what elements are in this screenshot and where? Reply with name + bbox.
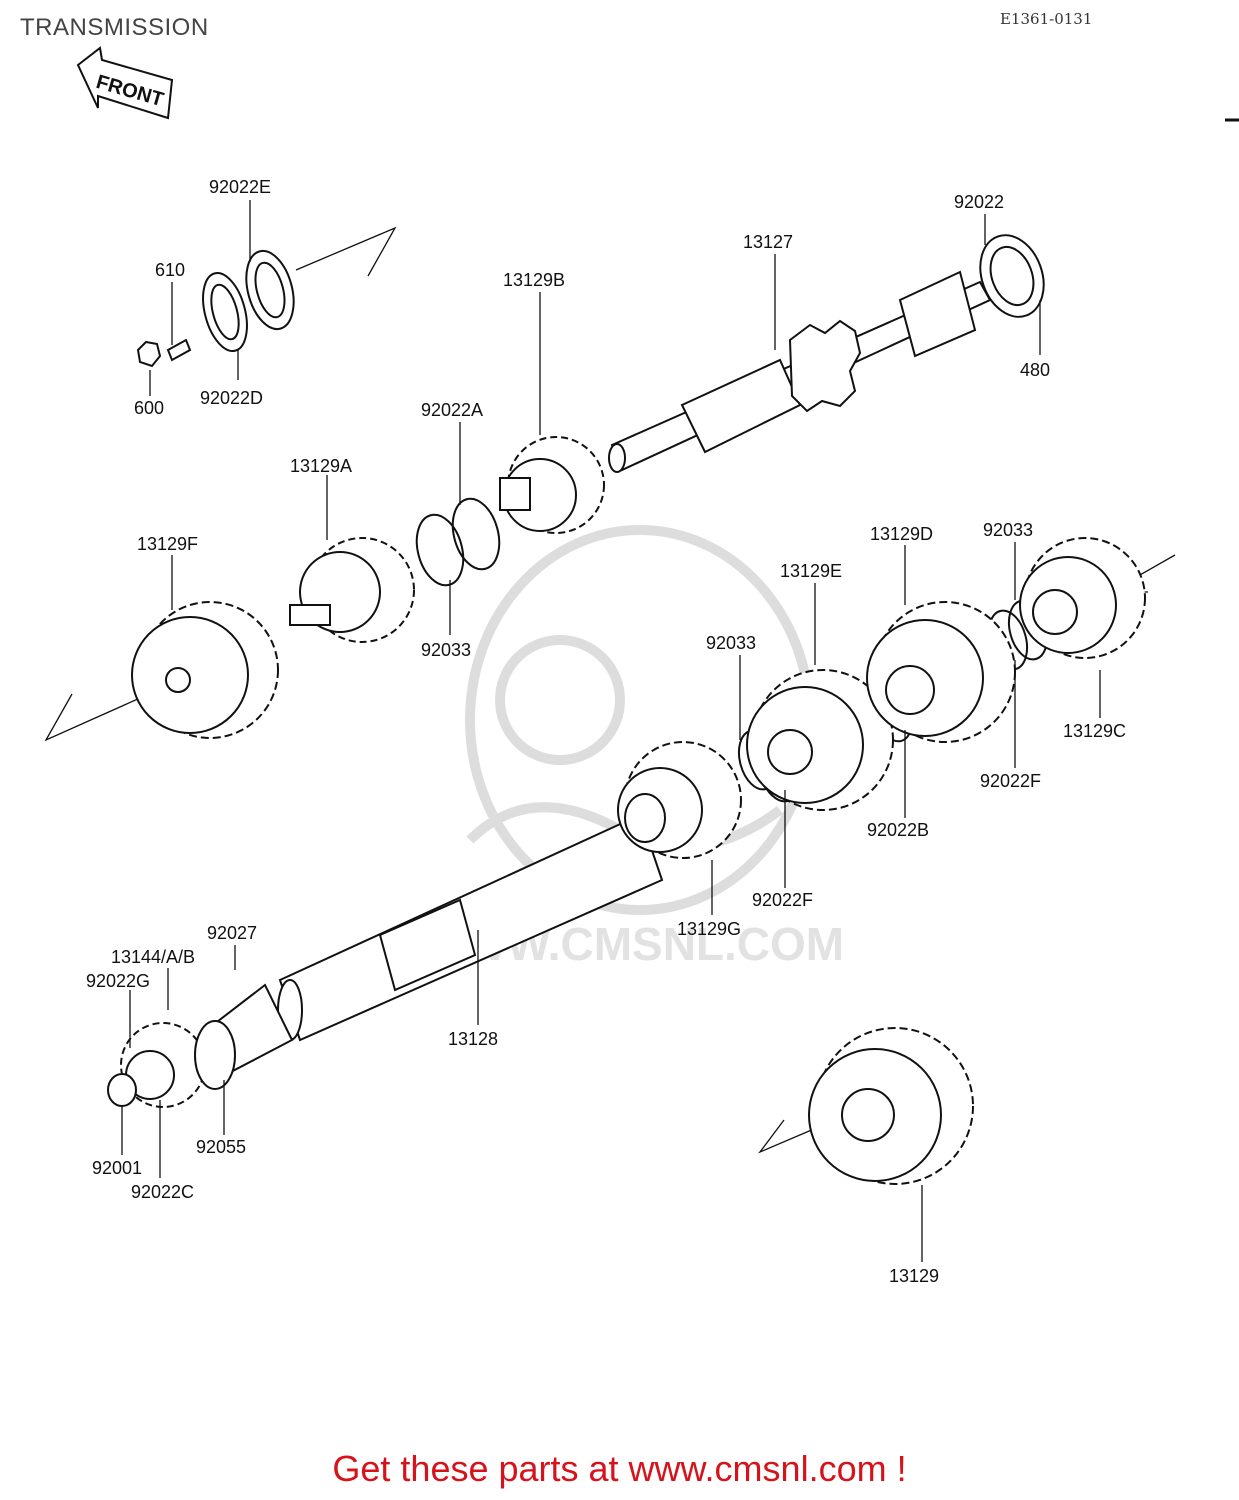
- label-13129C: 13129C: [1063, 721, 1126, 741]
- label-92033-top: 92033: [421, 640, 471, 660]
- label-92022F-mid: 92022F: [752, 890, 813, 910]
- label-13129D: 13129D: [870, 524, 933, 544]
- label-13144AB: 13144/A/B: [111, 947, 195, 967]
- label-610: 610: [155, 260, 185, 280]
- label-92022G: 92022G: [86, 971, 150, 991]
- label-92022: 92022: [954, 192, 1004, 212]
- label-13129E: 13129E: [780, 561, 842, 581]
- label-92055: 92055: [196, 1137, 246, 1157]
- label-480: 480: [1020, 360, 1050, 380]
- gears: [107, 436, 1146, 1185]
- diagram-code: E1361-0131: [1000, 10, 1093, 28]
- label-92027: 92027: [207, 923, 257, 943]
- label-92001: 92001: [92, 1158, 142, 1178]
- page-title: TRANSMISSION: [20, 14, 209, 41]
- label-600: 600: [134, 398, 164, 418]
- main-shaft: [608, 270, 992, 473]
- label-13129: 13129: [889, 1266, 939, 1286]
- label-92022A: 92022A: [421, 400, 483, 420]
- front-arrow: FRONT: [76, 46, 174, 120]
- label-13129B: 13129B: [503, 270, 565, 290]
- label-92022E: 92022E: [209, 177, 271, 197]
- part-labels: 92022E 610 600 92022D 13127 92022 480 13…: [86, 177, 1126, 1286]
- label-92022F-right: 92022F: [980, 771, 1041, 791]
- label-92022D: 92022D: [200, 388, 263, 408]
- label-92022B: 92022B: [867, 820, 929, 840]
- label-13129A: 13129A: [290, 456, 352, 476]
- label-92033-right: 92033: [983, 520, 1033, 540]
- label-13128: 13128: [448, 1029, 498, 1049]
- label-92033-mid: 92033: [706, 633, 756, 653]
- label-92022C: 92022C: [131, 1182, 194, 1202]
- small-parts-upper-left: [136, 249, 295, 368]
- label-13129F: 13129F: [137, 534, 198, 554]
- leader-lines: [121, 200, 1101, 1262]
- label-13127: 13127: [743, 232, 793, 252]
- label-13129G: 13129G: [677, 919, 741, 939]
- cta-link[interactable]: Get these parts at www.cmsnl.com !: [332, 1448, 907, 1489]
